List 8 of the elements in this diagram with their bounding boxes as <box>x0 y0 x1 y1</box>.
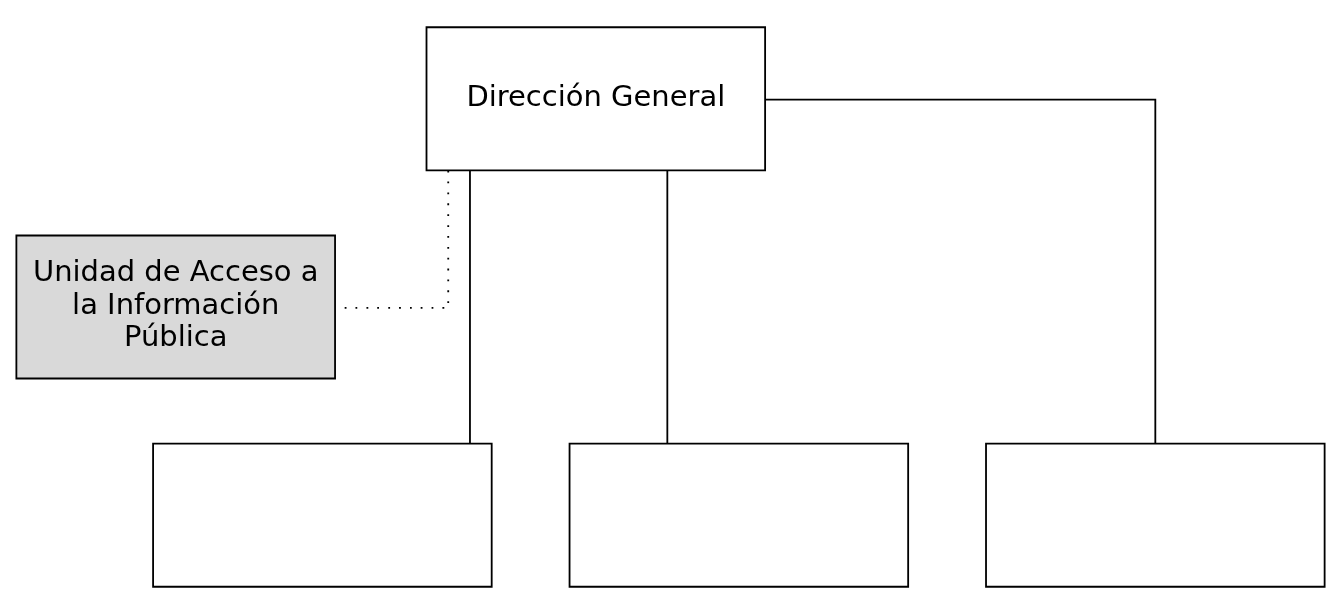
node-box <box>568 442 910 588</box>
node-box <box>985 442 1326 588</box>
connector <box>666 169 669 445</box>
node-box: Unidad de Acceso a la Información Pública <box>15 234 336 380</box>
node-box <box>152 442 493 588</box>
node-box: Dirección General <box>425 26 766 172</box>
connector <box>764 98 1157 445</box>
connector <box>469 169 471 445</box>
